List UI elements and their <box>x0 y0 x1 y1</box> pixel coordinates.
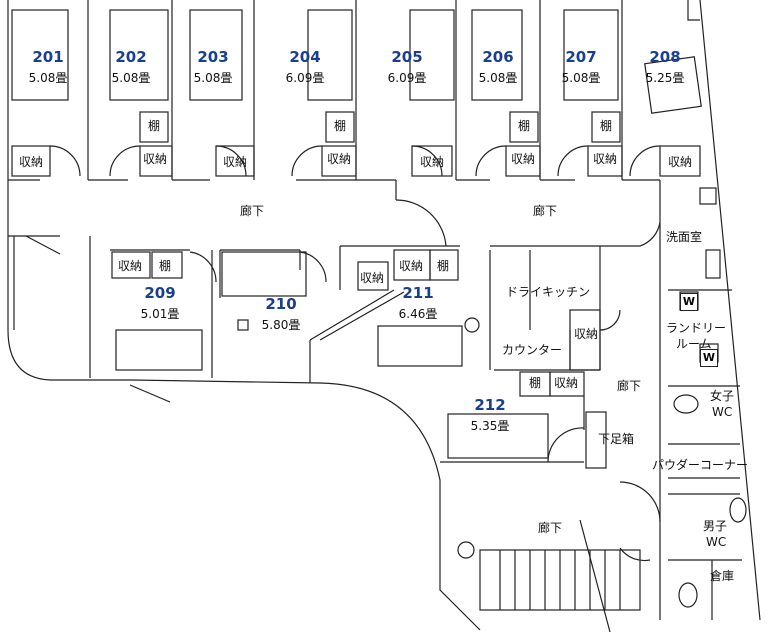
room-area-206: 5.08畳 <box>478 71 518 85</box>
storage-label: 収納 <box>419 155 445 169</box>
room-area-205: 6.09畳 <box>387 71 427 85</box>
room-area-209: 5.01畳 <box>140 307 180 321</box>
room-number-201: 201 <box>32 48 64 66</box>
storage-label: 収納 <box>359 271 385 285</box>
shelf-label: 棚 <box>436 259 450 273</box>
room-area-212: 5.35畳 <box>470 419 510 433</box>
room-number-206: 206 <box>482 48 514 66</box>
shoe-box-label: 下足箱 <box>598 432 635 446</box>
storage-label: 収納 <box>326 152 352 166</box>
counter-label: カウンター <box>502 343 563 357</box>
storage-label: 収納 <box>553 376 579 390</box>
room-number-208: 208 <box>649 48 681 66</box>
room-area-208: 5.25畳 <box>645 71 685 85</box>
washer-icon: W <box>700 349 718 367</box>
room-area-210: 5.80畳 <box>261 318 301 332</box>
storage-label: 収納 <box>117 259 143 273</box>
corridor-label: 廊下 <box>538 521 563 535</box>
shelf-label: 棚 <box>158 259 172 273</box>
corridor-label: 廊下 <box>617 379 642 393</box>
shelf-label: 棚 <box>528 376 542 390</box>
room-area-203: 5.08畳 <box>193 71 233 85</box>
room-area-207: 5.08畳 <box>561 71 601 85</box>
men-wc-label: 男子 <box>703 519 728 533</box>
storage-label: 収納 <box>222 155 248 169</box>
room-area-211: 6.46畳 <box>398 307 438 321</box>
women-wc-label: 女子 <box>710 389 735 403</box>
laundry-room-label-2: ルーム <box>676 337 712 351</box>
room-number-202: 202 <box>115 48 147 66</box>
room-number-203: 203 <box>197 48 229 66</box>
laundry-room-label: ランドリー <box>666 321 727 335</box>
shelf-label: 棚 <box>599 119 613 133</box>
washroom-label: 洗面室 <box>666 230 703 244</box>
corridor-label: 廊下 <box>240 204 265 218</box>
shelf-label: 棚 <box>517 119 531 133</box>
storeroom-label: 倉庫 <box>710 569 735 583</box>
room-area-202: 5.08畳 <box>111 71 151 85</box>
storage-label: 収納 <box>510 152 536 166</box>
washer-icon: W <box>680 293 698 311</box>
men-wc-label-2: WC <box>706 535 727 549</box>
corridor-label: 廊下 <box>533 204 558 218</box>
room-area-204: 6.09畳 <box>285 71 325 85</box>
storage-label: 収納 <box>667 155 693 169</box>
room-number-205: 205 <box>391 48 423 66</box>
room-number-210: 210 <box>265 295 297 313</box>
room-number-207: 207 <box>565 48 597 66</box>
storage-label: 収納 <box>573 327 599 341</box>
storage-label: 収納 <box>398 259 424 273</box>
powder-corner-label: パウダーコーナー <box>652 458 749 472</box>
storage-label: 収納 <box>142 152 168 166</box>
room-number-209: 209 <box>144 284 176 302</box>
room-number-212: 212 <box>474 396 506 414</box>
shelf-label: 棚 <box>147 119 161 133</box>
shelf-label: 棚 <box>333 119 347 133</box>
dry-kitchen-label: ドライキッチン <box>506 285 591 299</box>
storage-label: 収納 <box>18 155 44 169</box>
women-wc-label-2: WC <box>712 405 733 419</box>
room-number-204: 204 <box>289 48 321 66</box>
storage-label: 収納 <box>592 152 618 166</box>
room-number-211: 211 <box>402 284 434 302</box>
room-area-201: 5.08畳 <box>28 71 68 85</box>
